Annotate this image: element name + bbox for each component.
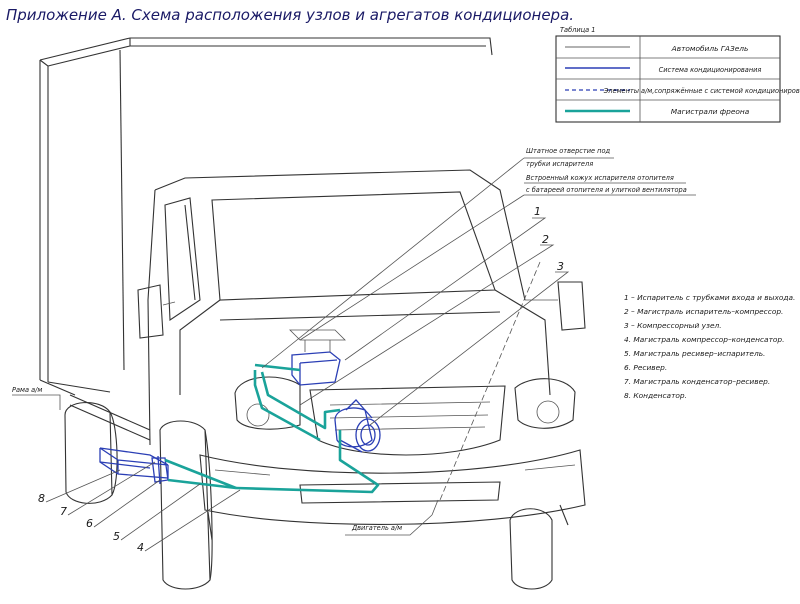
legend-item-8: 8. Конденсатор. bbox=[624, 391, 687, 400]
legend-item-4: 4. Магистраль компрессор–конденсатор. bbox=[624, 335, 784, 344]
freon-line-evaporator-return bbox=[260, 371, 341, 430]
truck-cargo-box bbox=[39, 37, 493, 396]
table-row-coupled: Элементы а/м,сопряжённые с системой конд… bbox=[603, 87, 800, 95]
frame-rail bbox=[69, 394, 151, 441]
legend-item-7: 7. Магистраль конденсатор–ресивер. bbox=[624, 377, 770, 386]
engine-leader bbox=[345, 514, 433, 536]
legend-table: Таблица 1 Автомобиль ГАЗель Система конд… bbox=[555, 26, 800, 123]
table-row-vehicle: Автомобиль ГАЗель bbox=[671, 44, 749, 53]
callout-6-leader bbox=[93, 479, 161, 528]
freon-line-evaporator-inlet bbox=[254, 363, 301, 372]
legend-item-1: 1 – Испаритель с трубками входа и выхода… bbox=[624, 293, 795, 302]
truck-wheels bbox=[64, 402, 553, 590]
truck-cab bbox=[137, 169, 586, 541]
parts-legend: 1 – Испаритель с трубками входа и выхода… bbox=[624, 293, 795, 400]
note-frame: Рама а/м bbox=[12, 386, 42, 394]
freon-line-compressor-condenser bbox=[235, 430, 380, 494]
note-engine: Двигатель а/м bbox=[351, 524, 402, 532]
table-row-system: Система кондиционирования bbox=[659, 66, 762, 74]
callout-7-leader bbox=[67, 461, 156, 516]
callout-5-leader bbox=[120, 483, 201, 541]
legend-item-5: 5. Магистраль ресивер–испаритель. bbox=[624, 349, 765, 358]
callout-4-leader bbox=[144, 489, 241, 552]
freon-line-condenser-receiver bbox=[164, 458, 237, 490]
callout-6: 6 bbox=[86, 517, 93, 530]
annotation-leaders bbox=[261, 157, 696, 516]
evaporator-unit bbox=[289, 329, 346, 386]
table-caption: Таблица 1 bbox=[560, 26, 595, 34]
callout-8-leader bbox=[45, 469, 121, 503]
note-hole-line-2: трубки испарителя bbox=[526, 160, 593, 168]
legend-item-3: 3 – Компрессорный узел. bbox=[624, 321, 722, 330]
page-title: Приложение А. Схема расположения узлов и… bbox=[6, 6, 574, 24]
callout-8: 8 bbox=[38, 492, 45, 505]
callout-2: 2 bbox=[542, 233, 549, 246]
freon-lines bbox=[164, 363, 380, 494]
callout-5: 5 bbox=[113, 530, 120, 543]
note-casing-line-1: Встроенный кожух испарителя отопителя bbox=[526, 174, 674, 182]
note-casing: Встроенный кожух испарителя отопителя с … bbox=[526, 174, 687, 194]
callout-4: 4 bbox=[137, 541, 144, 554]
table-row-freon: Магистрали фреона bbox=[671, 107, 750, 116]
callout-7: 7 bbox=[60, 505, 67, 518]
note-casing-line-2: с батареей отопителя и улиткой вентилято… bbox=[526, 186, 687, 194]
callout-3: 3 bbox=[557, 260, 564, 273]
note-hole: Штатное отверстие под трубки испарителя bbox=[526, 147, 612, 168]
callouts: 1 2 3 4 5 6 7 8 bbox=[38, 205, 564, 554]
callout-1: 1 bbox=[534, 205, 541, 218]
note-hole-line-1: Штатное отверстие под bbox=[526, 147, 611, 155]
condenser-unit bbox=[99, 447, 169, 479]
legend-item-6: 6. Ресивер. bbox=[624, 363, 667, 372]
freon-line-receiver-evaporator bbox=[167, 478, 237, 490]
legend-item-2: 2 – Магистраль испаритель–компрессор. bbox=[624, 307, 783, 316]
freon-line-evaporator-compressor bbox=[253, 370, 321, 442]
compressor-unit bbox=[334, 399, 381, 453]
frame-leader bbox=[12, 394, 61, 410]
